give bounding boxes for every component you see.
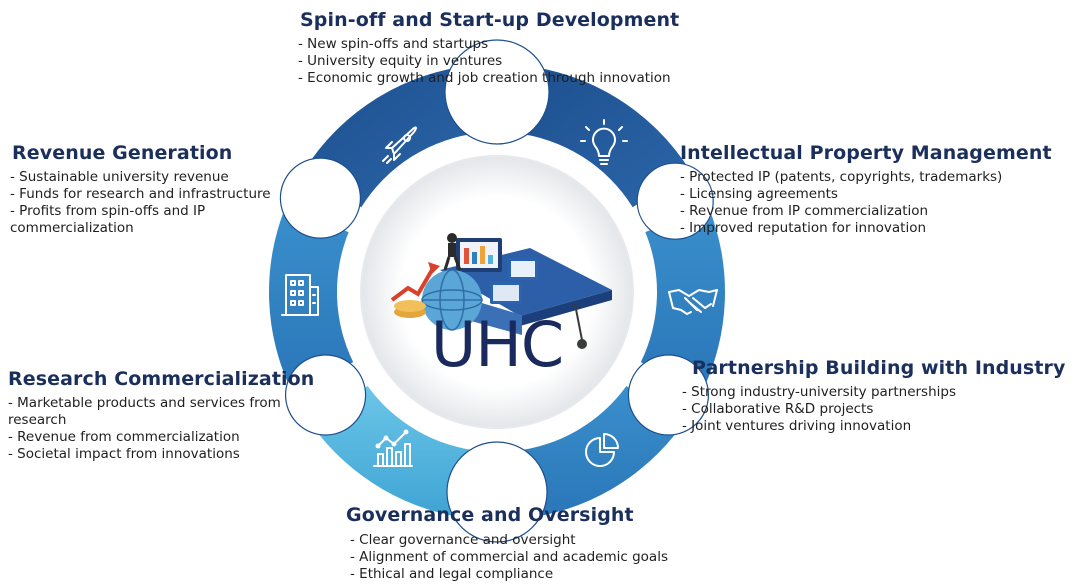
list-item: - Collaborative R&D projects xyxy=(682,401,874,417)
lightbulb-icon xyxy=(580,119,628,165)
list-item: - Economic growth and job creation throu… xyxy=(298,70,671,86)
rocket-icon xyxy=(382,126,417,164)
list-item: - Strong industry-university partnership… xyxy=(682,384,956,400)
section-partnership: Partnership Building with Industry - Str… xyxy=(682,357,1066,435)
connector-top-right xyxy=(636,162,714,240)
list-item: - Clear governance and oversight xyxy=(350,532,576,548)
list-item: - Societal impact from innovations xyxy=(8,446,240,462)
list-item: - Joint ventures driving innovation xyxy=(682,418,912,434)
list-item: - Licensing agreements xyxy=(680,186,838,202)
connector-top xyxy=(444,39,550,145)
segment-ip xyxy=(513,65,691,208)
list-item: - Protected IP (patents, copyrights, tra… xyxy=(680,169,1003,185)
building-icon xyxy=(281,274,319,316)
segment-revenue xyxy=(269,206,354,392)
education-illustration xyxy=(390,233,612,349)
section-research: Research Commercialization - Marketable … xyxy=(8,368,314,463)
list-item: - Profits from spin-offs and IP commerci… xyxy=(10,203,206,236)
section-title: Revenue Generation xyxy=(12,142,233,164)
section-title: Spin-off and Start-up Development xyxy=(300,9,680,31)
section-title: Governance and Oversight xyxy=(346,504,634,526)
bar-chart-icon xyxy=(373,429,413,467)
connector-bottom xyxy=(446,441,548,543)
handshake-icon xyxy=(668,289,718,315)
uhc-label: UHC xyxy=(431,308,563,381)
section-title: Partnership Building with Industry xyxy=(692,357,1066,379)
segment-partnership xyxy=(640,206,725,392)
list-item: - University equity in ventures xyxy=(298,53,503,69)
section-title: Intellectual Property Management xyxy=(680,142,1052,164)
list-item: - Funds for research and infrastructure xyxy=(10,186,271,202)
list-item: - Sustainable university revenue xyxy=(10,169,229,185)
connector-bottom-left xyxy=(284,354,367,436)
section-revenue: Revenue Generation - Sustainable univers… xyxy=(10,142,332,237)
connector-top-left xyxy=(279,157,362,239)
list-item: - Revenue from IP commercialization xyxy=(680,203,929,219)
section-title: Research Commercialization xyxy=(8,368,315,390)
list-item: - Ethical and legal compliance xyxy=(350,566,554,582)
ring-connectors xyxy=(279,39,714,543)
list-item: - Revenue from commercialization xyxy=(8,429,240,445)
list-item: - Improved reputation for innovation xyxy=(680,220,927,236)
section-governance: Governance and Oversight - Clear governa… xyxy=(346,504,668,583)
section-ip: Intellectual Property Management - Prote… xyxy=(680,142,1052,237)
pie-chart-icon xyxy=(585,433,619,467)
list-item: - Alignment of commercial and academic g… xyxy=(350,549,668,565)
list-item: - New spin-offs and startups xyxy=(298,36,489,52)
section-spinoff: Spin-off and Start-up Development - New … xyxy=(298,9,680,87)
connector-bottom-right xyxy=(627,354,710,436)
list-item: - Marketable products and services from … xyxy=(8,395,281,428)
